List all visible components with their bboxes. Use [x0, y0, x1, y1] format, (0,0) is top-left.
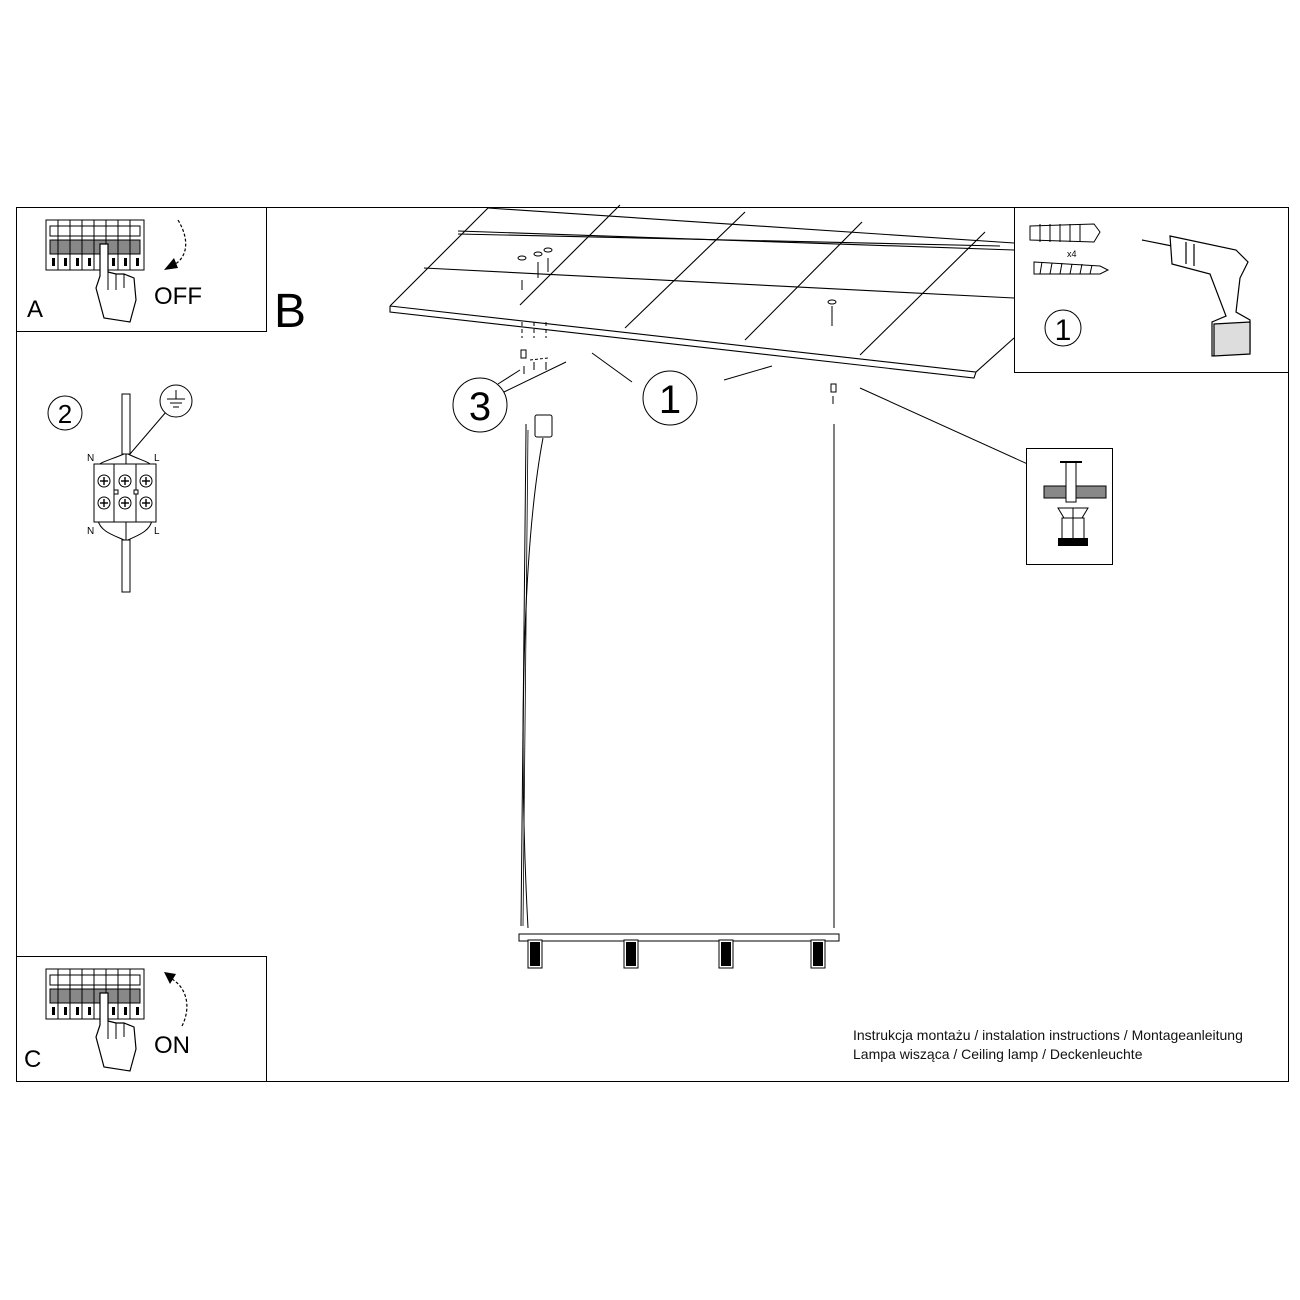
hardware-panel: x4 1	[1014, 207, 1288, 373]
callout-circle-3	[452, 377, 508, 433]
footer-line-1: Instrukcja montażu / instalation instruc…	[853, 1027, 1243, 1043]
ground-icon	[159, 384, 193, 418]
lamp-spot	[718, 939, 734, 969]
arrow-up-icon	[169, 977, 188, 1027]
canopy-bracket	[520, 349, 837, 404]
arrow-up-head	[164, 972, 176, 984]
wiring-diagram: 2	[47, 384, 193, 593]
terminal-n-top: N	[87, 453, 94, 464]
lamp-spot	[810, 939, 826, 969]
arrow-down-head	[164, 258, 178, 270]
lamp-fixture	[518, 933, 840, 969]
callout-1-hardware: 1	[1055, 314, 1072, 347]
terminal-n-bottom: N	[87, 526, 94, 537]
step-c-label: C	[24, 1046, 41, 1073]
screw-icon	[1033, 261, 1110, 275]
step-c-state: ON	[154, 1032, 190, 1059]
hand-icon	[95, 992, 137, 1072]
step-b-label: B	[274, 285, 306, 338]
callout-1-center: 1	[659, 378, 681, 422]
callout-3: 3	[469, 385, 491, 429]
step-a-state: OFF	[154, 283, 202, 310]
lamp-spot	[623, 939, 639, 969]
terminal-l-bottom: L	[154, 526, 160, 537]
arrow-down-icon	[171, 219, 187, 267]
suspension-cables	[520, 424, 835, 929]
step-a-label: A	[27, 296, 43, 323]
panel-c: ON C	[24, 968, 190, 1073]
callout-circle-1-hardware	[1044, 309, 1082, 347]
junction-box	[534, 414, 553, 438]
hand-icon	[95, 243, 137, 323]
terminal-block	[93, 463, 157, 523]
breaker-box-icon	[45, 219, 145, 271]
dowel-count: x4	[1067, 249, 1077, 259]
lamp-bar	[518, 933, 840, 942]
drill-icon	[1141, 235, 1251, 357]
cable-top	[121, 393, 131, 455]
detail-leader	[859, 387, 1055, 477]
outer-frame	[16, 207, 1289, 1082]
footer-line-2: Lampa wisząca / Ceiling lamp / Deckenleu…	[853, 1046, 1143, 1062]
ceiling-grid	[389, 204, 1015, 379]
breaker-box-icon	[45, 968, 145, 1020]
callout-circle-2	[47, 395, 83, 431]
cable-bottom	[121, 539, 131, 593]
lamp-spot	[527, 939, 543, 969]
wall-plug-icon	[1029, 223, 1101, 243]
callout-circle-1-center	[642, 370, 698, 426]
lamp-spots	[527, 939, 826, 969]
ceiling-drill-marks	[517, 247, 837, 338]
panel-a: OFF A	[27, 219, 202, 323]
terminal-l-top: L	[154, 453, 160, 464]
callout-2: 2	[58, 399, 72, 429]
dowel-detail	[1026, 448, 1113, 565]
